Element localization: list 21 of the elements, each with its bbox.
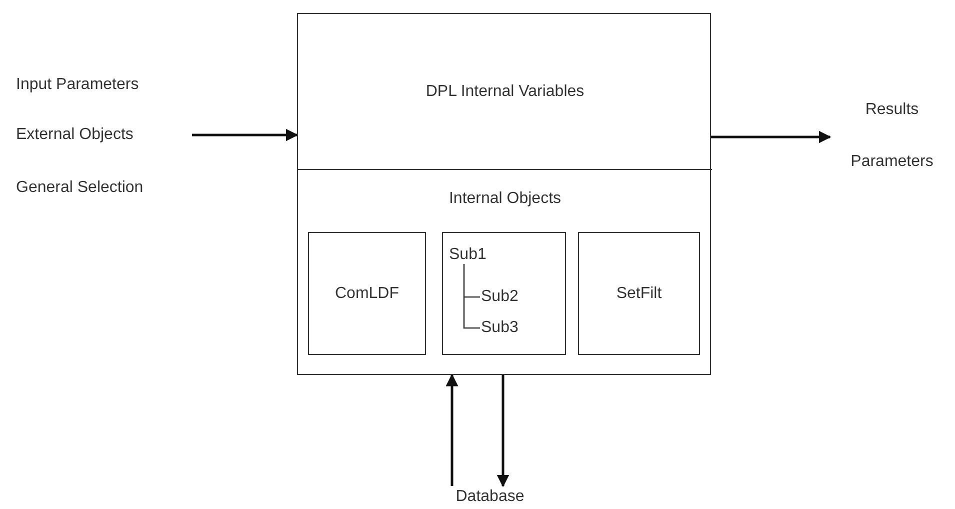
module-box [442,232,566,355]
label-text: Sub3 [481,318,518,338]
module-box [308,232,426,355]
arrow [711,130,832,144]
program-box [297,13,711,375]
label-text: SetFilt [616,284,662,304]
label-text: General Selection [16,178,144,198]
label-text: DPL Internal Variables [426,82,584,102]
label-text: Sub2 [481,287,518,307]
label-text: Parameters [850,152,934,172]
module-box [578,232,700,355]
arrow [192,128,298,142]
arrow [446,374,458,486]
label-text: Results [864,100,920,120]
section-heading: Internal Objects [448,189,562,209]
arrow [496,375,510,488]
label-text: ComLDF [334,284,399,304]
label-text: External Objects [16,125,134,145]
label-text: Sub1 [449,245,486,265]
label-text: Database [456,487,524,507]
label-text: Input Parameters [16,75,139,95]
